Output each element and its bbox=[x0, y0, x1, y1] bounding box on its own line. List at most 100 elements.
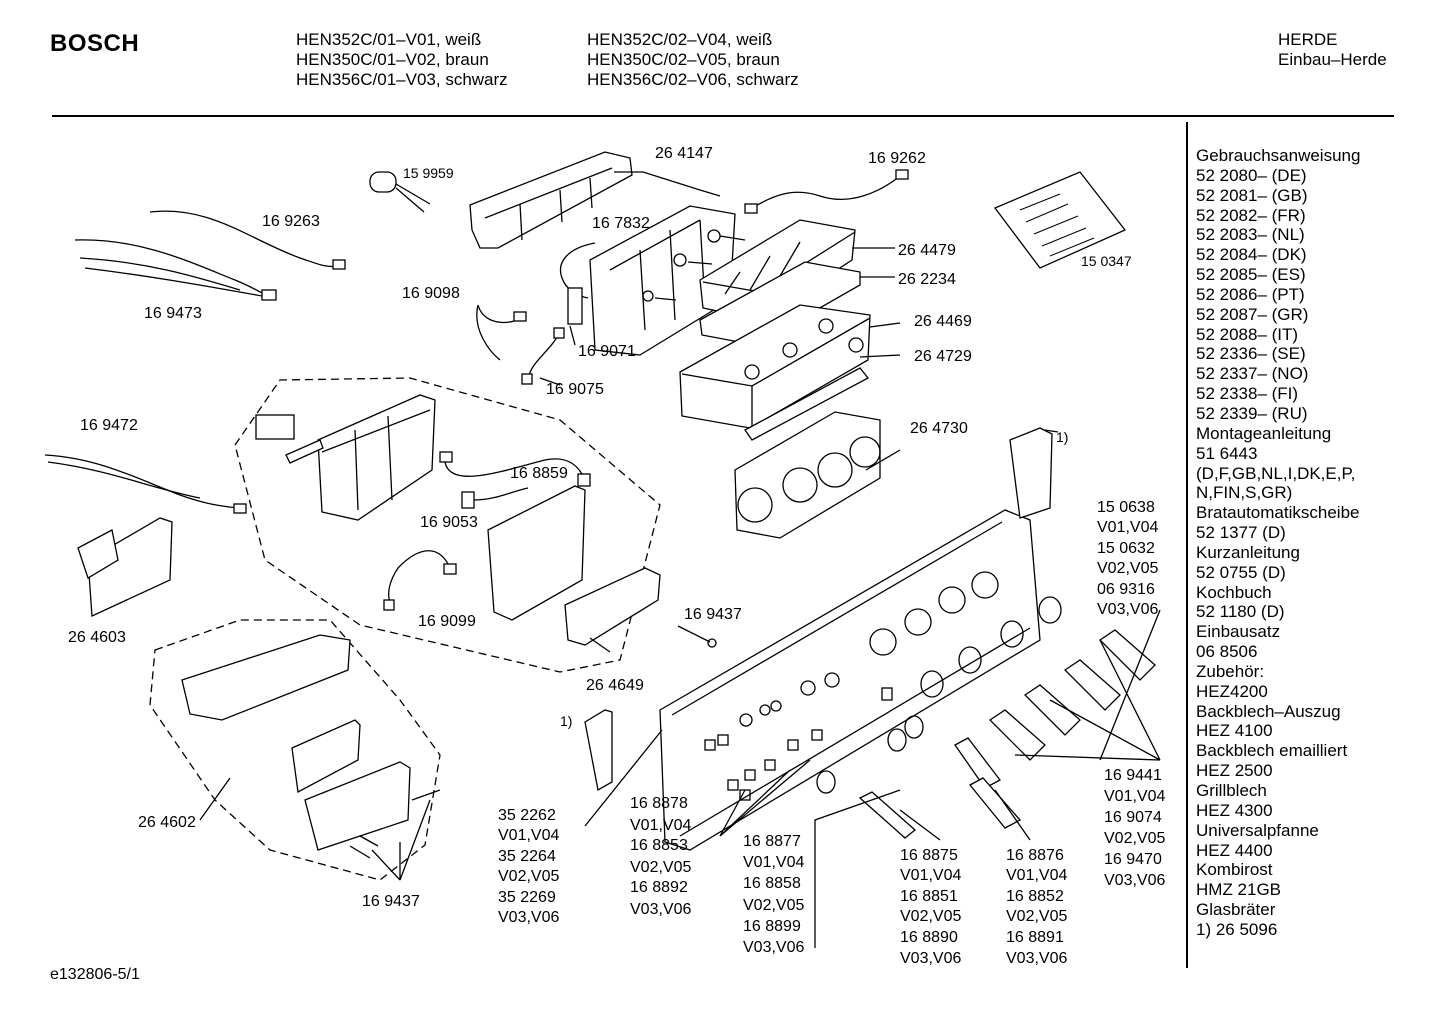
part-label: 35 2269 bbox=[498, 889, 556, 906]
sidebar-entry: 52 2081– (GB) bbox=[1196, 185, 1308, 205]
part-label: 26 4730 bbox=[910, 420, 968, 437]
part-label: 16 8851 bbox=[900, 888, 958, 905]
brand-logo: BOSCH bbox=[50, 30, 140, 57]
variant-label: V03,V06 bbox=[900, 950, 961, 967]
part-label: 16 8876 bbox=[1006, 847, 1064, 864]
sidebar-entry: Montageanleitung bbox=[1196, 423, 1332, 443]
variant-label: V02,V05 bbox=[900, 908, 961, 925]
sidebar-entry: 52 2337– (NO) bbox=[1196, 364, 1309, 384]
footnote-marker: 1) bbox=[1056, 429, 1068, 445]
part-label: 16 9053 bbox=[420, 514, 478, 531]
part-label: 06 9316 bbox=[1097, 581, 1155, 598]
part-label: 26 4147 bbox=[655, 145, 713, 162]
sidebar-entry: HEZ 4100 bbox=[1196, 721, 1273, 741]
part-label: 16 8875 bbox=[900, 847, 958, 864]
variant-label: V01,V04 bbox=[743, 854, 804, 871]
sidebar-entry: 52 2088– (IT) bbox=[1196, 324, 1299, 344]
sidebar-entry: Grillblech bbox=[1196, 781, 1267, 800]
part-label: 26 4469 bbox=[914, 313, 972, 330]
sidebar-entry: Bratautomatikscheibe bbox=[1196, 503, 1360, 523]
part-label: 16 9074 bbox=[1104, 809, 1162, 826]
variant-label: V01,V04 bbox=[498, 827, 559, 844]
part-group-352262: 35 2262 V01,V04 35 2264 V02,V05 35 2269 … bbox=[498, 807, 559, 926]
sidebar-entry: Glasbräter bbox=[1196, 900, 1276, 920]
sidebar-entry: N,FIN,S,GR) bbox=[1196, 483, 1293, 503]
sidebar-entry: Kurzanleitung bbox=[1196, 542, 1300, 562]
sidebar-entry: 52 2080– (DE) bbox=[1196, 165, 1307, 185]
part-label: 16 8877 bbox=[743, 833, 801, 850]
document-code: e132806-5/1 bbox=[50, 966, 140, 983]
part-label: 16 8878 bbox=[630, 795, 688, 812]
sidebar-entry: 52 2082– (FR) bbox=[1196, 205, 1306, 225]
variant-label: V03,V06 bbox=[743, 939, 804, 956]
part-label: 26 4649 bbox=[586, 677, 644, 694]
part-label: 26 4602 bbox=[138, 814, 196, 831]
variant-label: V02,V05 bbox=[1104, 830, 1165, 847]
sidebar-entry: Kochbuch bbox=[1196, 582, 1272, 602]
variant-label: V03,V06 bbox=[1097, 601, 1158, 618]
sidebar-entry: 52 2336– (SE) bbox=[1196, 344, 1306, 364]
part-group-168876: 16 8876 V01,V04 16 8852 V02,V05 16 8891 … bbox=[1006, 847, 1067, 967]
variant-label: V01,V04 bbox=[630, 817, 691, 834]
sidebar-entry: Backblech–Auszug bbox=[1196, 701, 1341, 721]
part-label: 26 4603 bbox=[68, 629, 126, 646]
part-label: 16 9437 bbox=[684, 606, 742, 623]
part-label: 16 8859 bbox=[510, 465, 568, 482]
sidebar-entry: Backblech emailliert bbox=[1196, 741, 1348, 761]
sidebar-entry: 52 1377 (D) bbox=[1196, 523, 1286, 543]
sidebar-entry: Einbausatz bbox=[1196, 622, 1281, 642]
sidebar-entry: 52 0755 (D) bbox=[1196, 562, 1286, 582]
part-label: 16 9472 bbox=[80, 417, 138, 434]
variant-label: V02,V05 bbox=[498, 868, 559, 885]
sidebar-entry: HEZ 4400 bbox=[1196, 840, 1273, 860]
part-label: 16 9099 bbox=[418, 613, 476, 630]
part-label: 15 0632 bbox=[1097, 540, 1155, 557]
model-item: HEN356C/02–V06, schwarz bbox=[587, 70, 799, 89]
sidebar-entry: 1) 26 5096 bbox=[1196, 919, 1278, 939]
variant-label: V02,V05 bbox=[1006, 908, 1067, 925]
variant-label: V01,V04 bbox=[1006, 867, 1067, 884]
part-label: 26 4729 bbox=[914, 348, 972, 365]
part-group-168875: 16 8875 V01,V04 16 8851 V02,V05 16 8890 … bbox=[900, 847, 961, 967]
variant-label: V03,V06 bbox=[1104, 872, 1165, 889]
model-item: HEN352C/01–V01, weiß bbox=[296, 30, 482, 49]
category-label: HERDE Einbau–Herde bbox=[1278, 30, 1387, 70]
sidebar-entry: HEZ 4300 bbox=[1196, 800, 1273, 820]
sidebar-entry: 52 2084– (DK) bbox=[1196, 245, 1307, 265]
sidebar-entry: 52 2338– (FI) bbox=[1196, 384, 1299, 404]
part-label: 16 8852 bbox=[1006, 888, 1064, 905]
sidebar-entry: 06 8506 bbox=[1196, 642, 1258, 662]
part-label: 16 8891 bbox=[1006, 929, 1064, 946]
category-line: Einbau–Herde bbox=[1278, 50, 1387, 69]
sidebar-entry: 52 2085– (ES) bbox=[1196, 265, 1306, 285]
part-label: 15 0347 bbox=[1081, 253, 1132, 269]
part-label: 16 8899 bbox=[743, 918, 801, 935]
header-divider bbox=[52, 115, 1394, 117]
part-label: 15 0638 bbox=[1097, 499, 1155, 516]
part-group-168877: 16 8877 V01,V04 16 8858 V02,V05 16 8899 … bbox=[743, 833, 804, 956]
sidebar-entry: 52 2083– (NL) bbox=[1196, 225, 1305, 245]
sidebar-entry: 52 1180 (D) bbox=[1196, 602, 1285, 622]
part-group-150638: 15 0638 V01,V04 15 0632 V02,V05 06 9316 … bbox=[1097, 499, 1158, 618]
part-label: 16 8858 bbox=[743, 875, 801, 892]
part-label: 26 2234 bbox=[898, 271, 956, 288]
part-group-169441: 16 9441 V01,V04 16 9074 V02,V05 16 9470 … bbox=[1104, 767, 1165, 889]
part-label: 16 9262 bbox=[868, 150, 926, 167]
variant-label: V02,V05 bbox=[1097, 560, 1158, 577]
sidebar-divider bbox=[1186, 122, 1188, 968]
part-label: 16 7832 bbox=[592, 215, 650, 232]
part-label: 16 9098 bbox=[402, 285, 460, 302]
model-item: HEN352C/02–V04, weiß bbox=[587, 30, 773, 49]
sidebar-entry: 52 2339– (RU) bbox=[1196, 403, 1308, 423]
sidebar-entry: (D,F,GB,NL,I,DK,E,P, bbox=[1196, 463, 1356, 483]
sidebar-entry: HMZ 21GB bbox=[1196, 880, 1282, 900]
sidebar-entry: 52 2087– (GR) bbox=[1196, 304, 1309, 324]
part-label: 16 9470 bbox=[1104, 851, 1162, 868]
variant-label: V01,V04 bbox=[900, 867, 961, 884]
sidebar-entry: 51 6443 bbox=[1196, 443, 1258, 463]
footnote-marker: 1) bbox=[560, 713, 572, 729]
sidebar-entry: HEZ 2500 bbox=[1196, 761, 1273, 781]
part-label: 16 9437 bbox=[362, 893, 420, 910]
part-label: 16 9075 bbox=[546, 381, 604, 398]
